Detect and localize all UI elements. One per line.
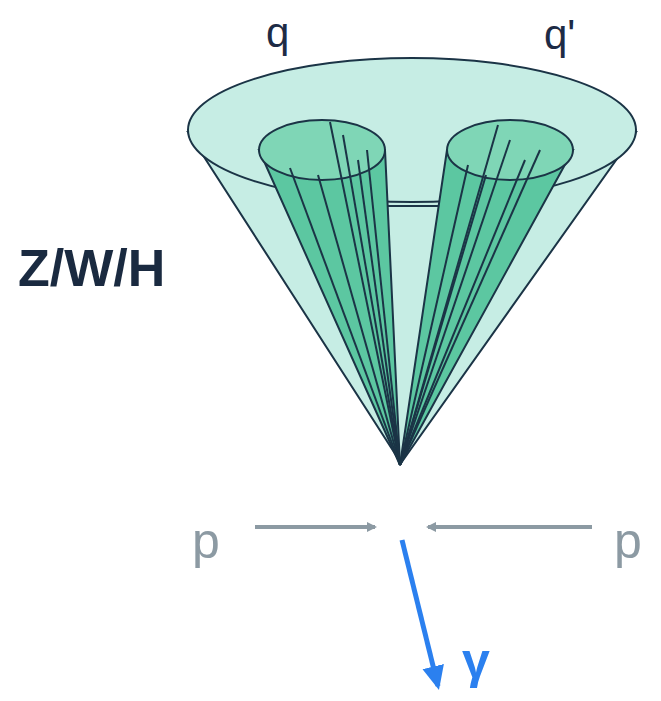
proton-label: p <box>192 516 220 566</box>
fat-jet-top <box>188 58 636 202</box>
photon-label: γ <box>462 636 490 686</box>
subjet-cone <box>400 150 573 465</box>
subjet-top <box>259 120 385 180</box>
particle-tracks <box>290 122 400 465</box>
proton-label: p <box>614 516 642 566</box>
beam-arrow <box>255 525 375 529</box>
quark-label: q' <box>544 14 575 56</box>
subjet-cone <box>259 150 400 465</box>
boson-label: Z/W/H <box>18 242 165 294</box>
particle-tracks <box>400 125 540 465</box>
beam-arrow <box>428 525 592 529</box>
quark-label: q <box>266 12 289 54</box>
photon-arrow <box>402 540 438 686</box>
